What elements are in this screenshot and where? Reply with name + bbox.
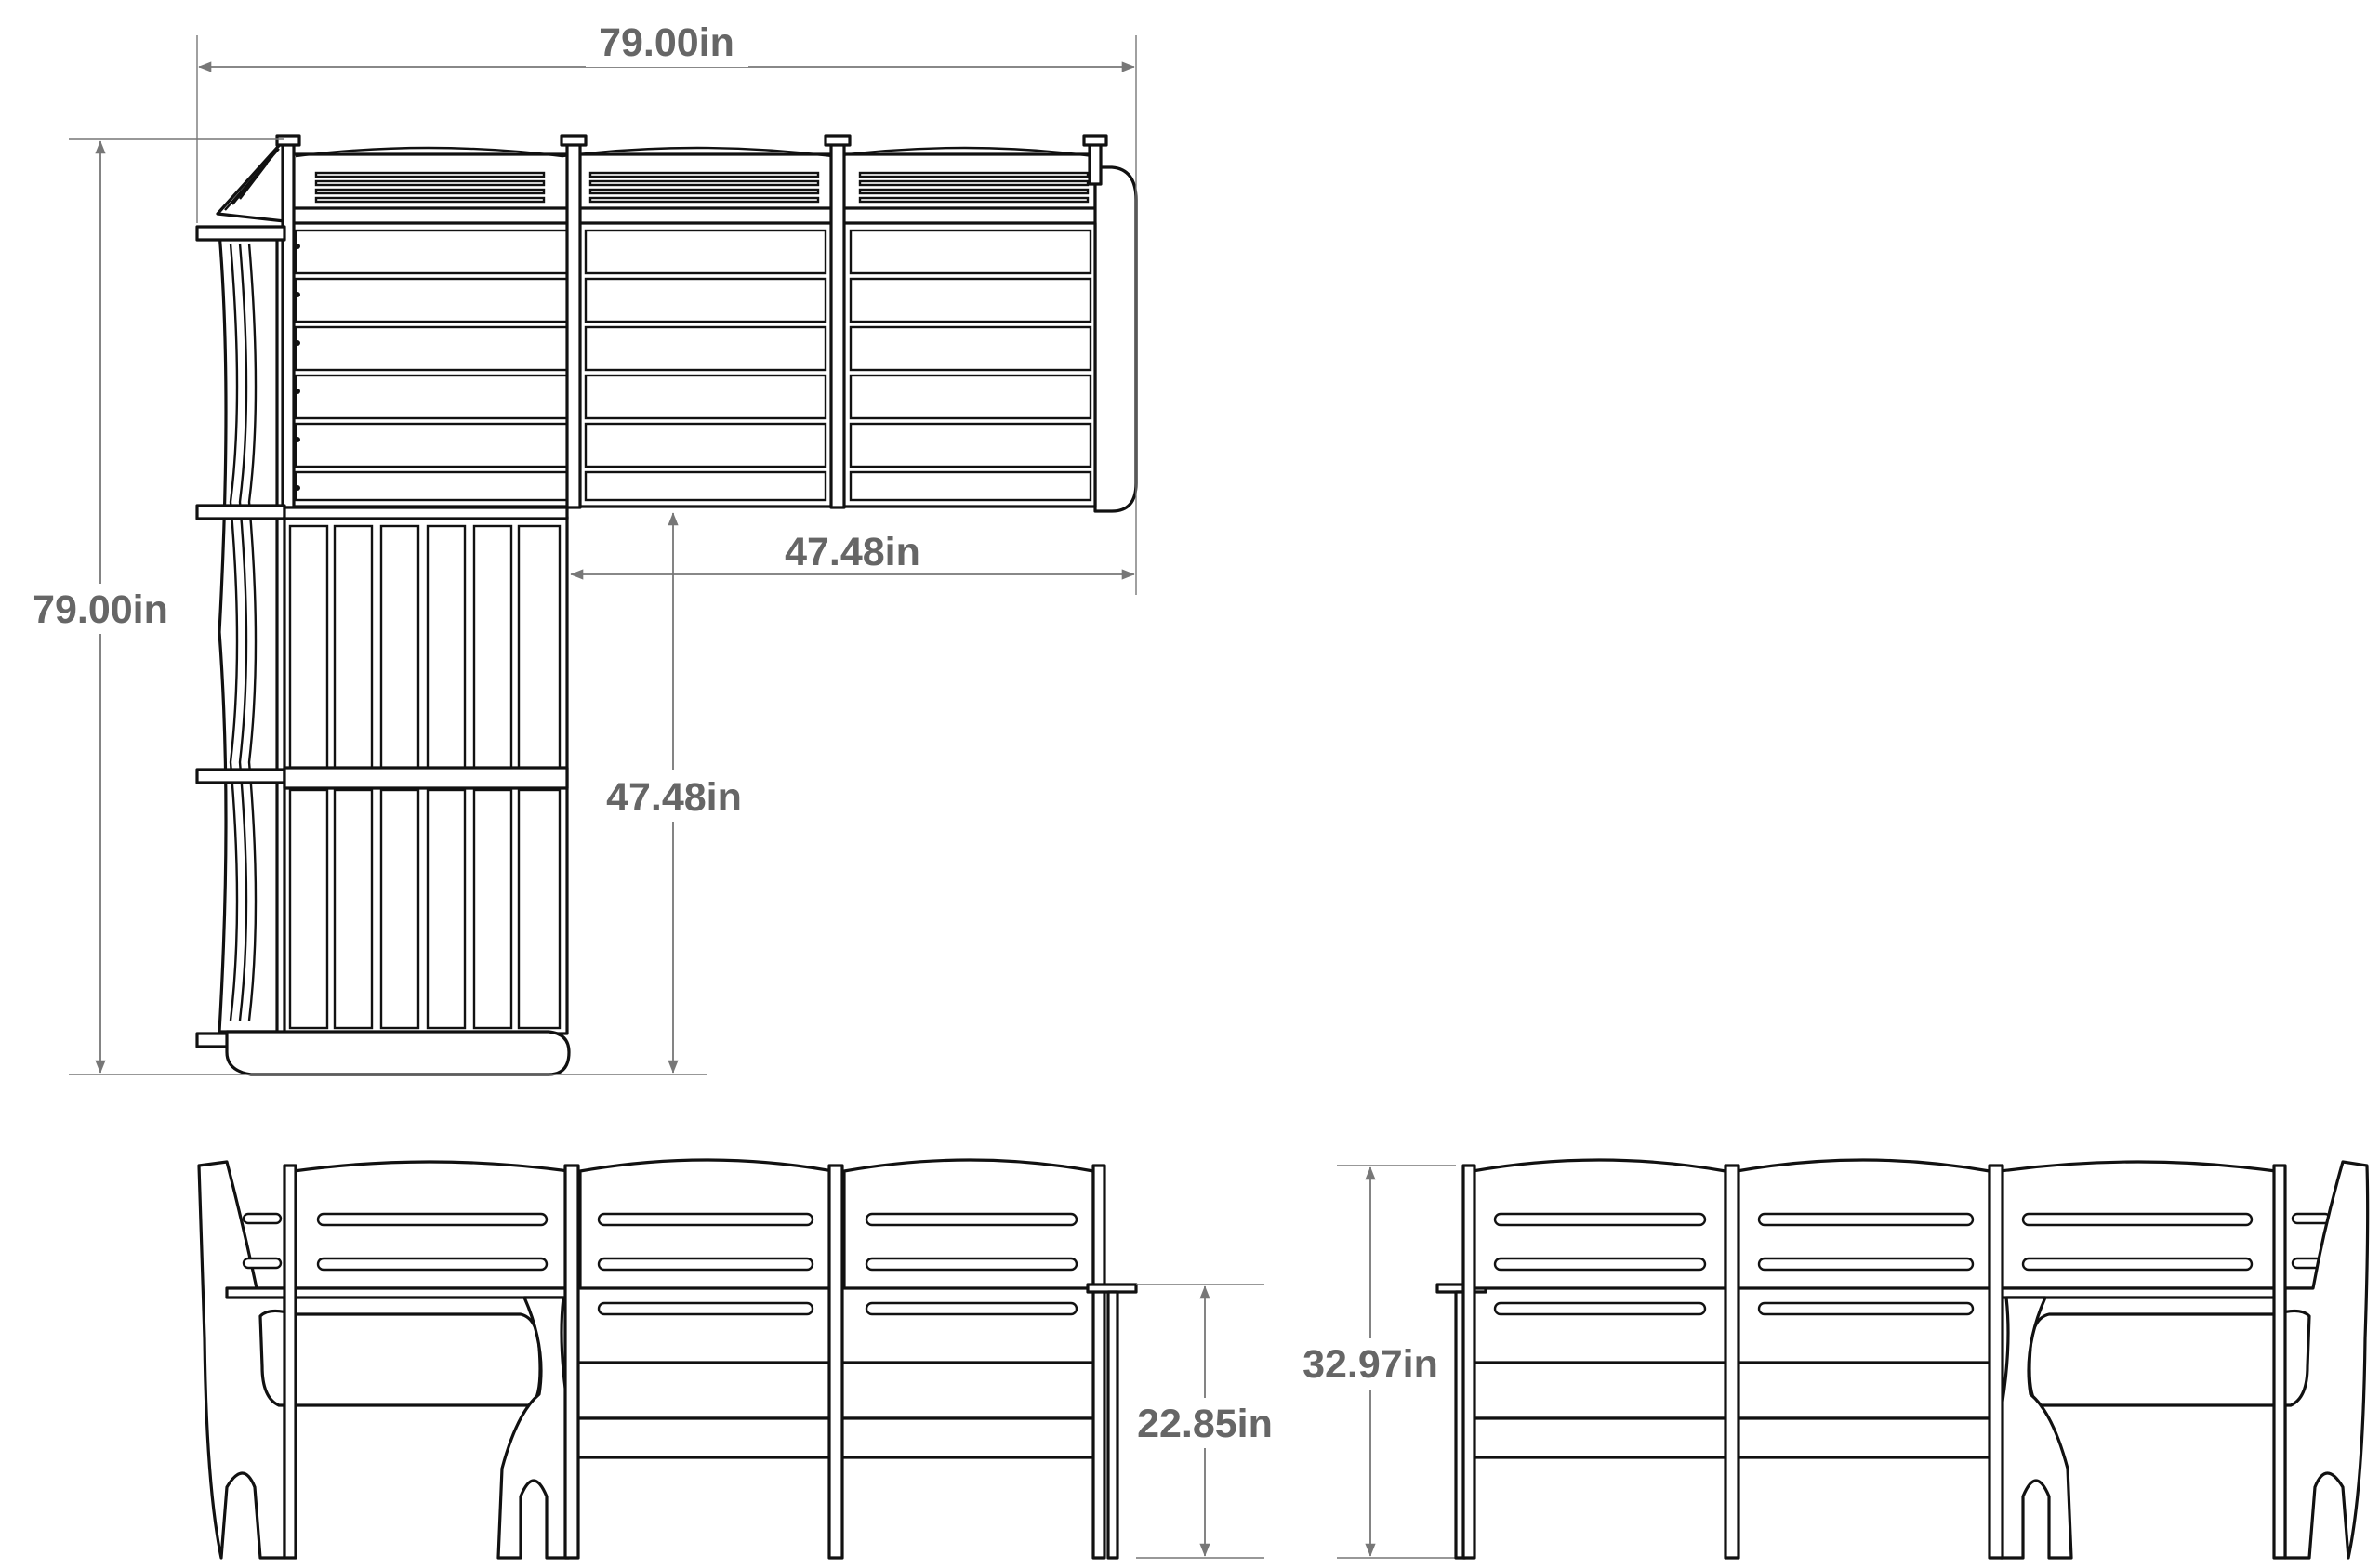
dim-right-section-label: 47.48in	[785, 530, 920, 574]
left-arm-cutout	[258, 1309, 542, 1407]
backrest-slots-2	[588, 171, 820, 204]
plan-posts-top	[275, 134, 1108, 509]
front-elevation-right: 32.97in	[1292, 1158, 2370, 1560]
right-arm-plan	[1093, 165, 1138, 513]
plan-view: 79.00in 79.00in 47.48in 47.48in	[19, 19, 1138, 1076]
left-armrest-bar	[225, 1286, 575, 1299]
dim-seat-height: 22.85in	[1127, 1284, 1285, 1559]
dim-left-overall: 79.00in	[19, 138, 707, 1075]
left-arm-front-leg	[496, 1296, 571, 1560]
lower-arm-plan	[225, 1030, 571, 1076]
dim-overall-height: 32.97in	[1292, 1165, 1456, 1559]
dim-top-overall: 79.00in	[196, 19, 1137, 595]
backrest-slots-1	[314, 171, 546, 204]
dim-left-overall-label: 79.00in	[33, 587, 168, 632]
dim-right-section: 47.48in	[570, 530, 1135, 580]
dim-lower-section: 47.48in	[595, 512, 753, 1074]
left-arm-side	[197, 1160, 286, 1560]
right-arm-side	[2283, 1160, 2370, 1560]
front-elevation-left: 22.85in	[197, 1158, 1285, 1560]
dim-lower-section-label: 47.48in	[606, 775, 742, 820]
side-table-post	[1106, 1290, 1119, 1560]
left-backrest-column	[218, 231, 279, 1034]
screw-dots	[295, 244, 300, 491]
dim-top-overall-label: 79.00in	[599, 20, 734, 65]
backrest-slots-3	[858, 171, 1090, 204]
right-back-slots	[1493, 1212, 2332, 1316]
right-posts	[1461, 1164, 2287, 1560]
lower-divider	[283, 766, 569, 790]
top-seat-area	[283, 221, 1097, 508]
right-arm-front-leg	[1999, 1296, 2073, 1560]
front-back-slots	[242, 1212, 1078, 1316]
right-arm-cutout	[2028, 1309, 2311, 1407]
lower-top-rail	[283, 506, 569, 520]
dim-seat-height-label: 22.85in	[1137, 1402, 1273, 1446]
dim-overall-height-label: 32.97in	[1302, 1342, 1438, 1387]
front-posts	[283, 1164, 1106, 1560]
